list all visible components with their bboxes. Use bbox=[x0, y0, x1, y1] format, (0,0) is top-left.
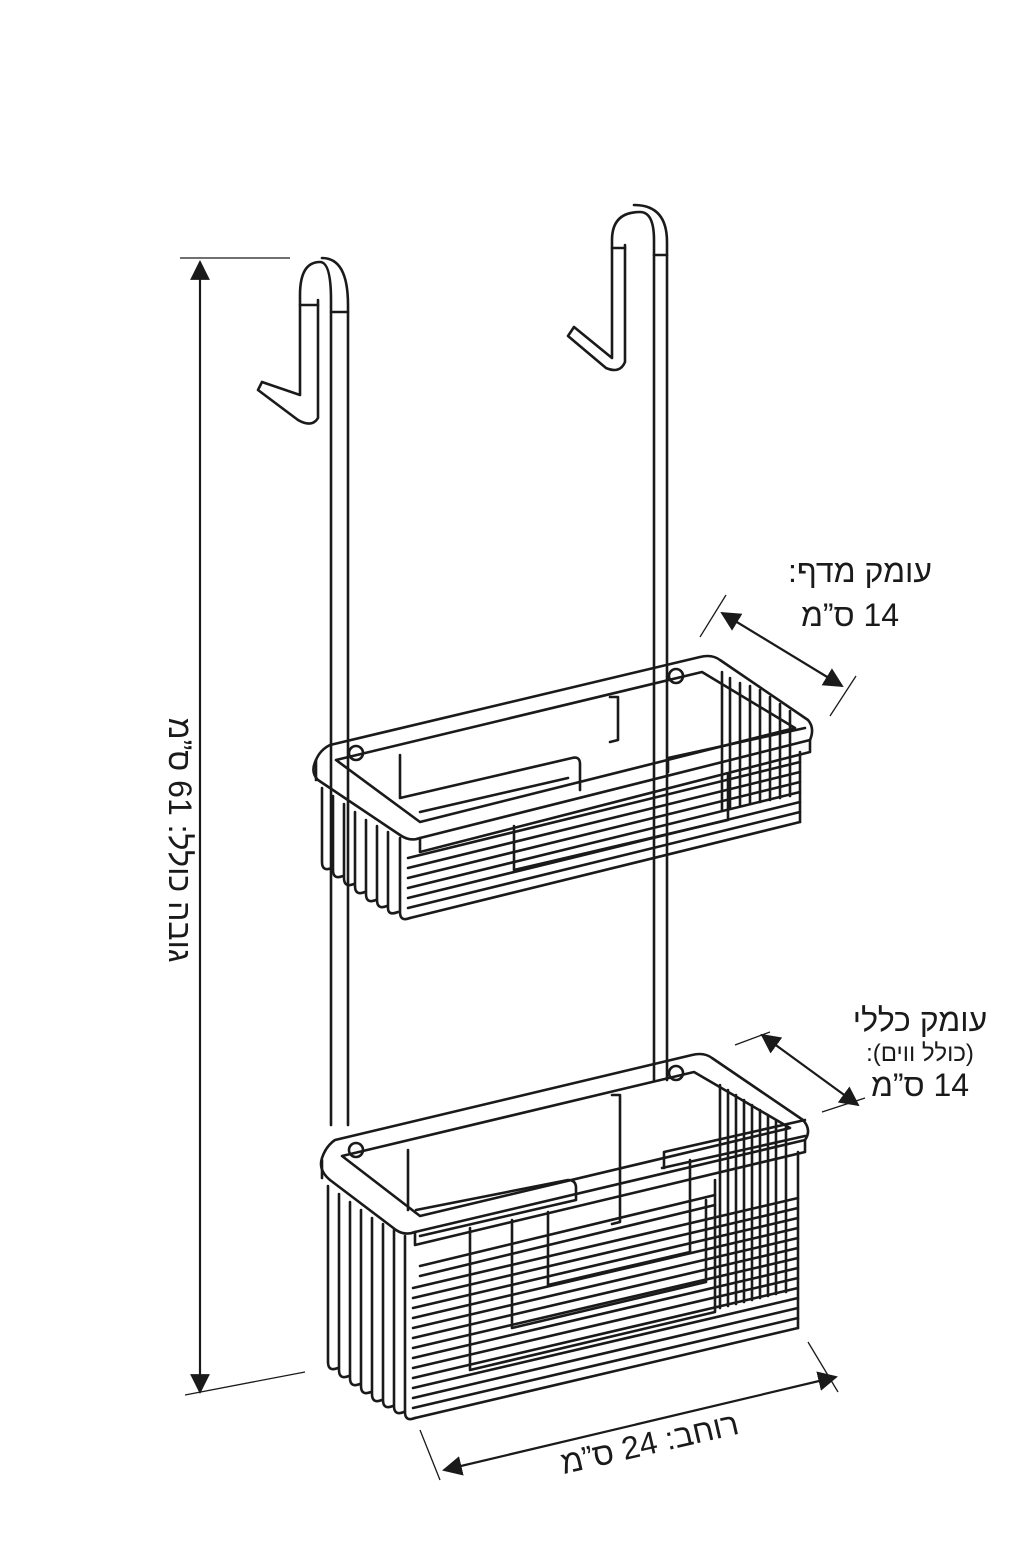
width-dimension bbox=[419, 1341, 839, 1481]
total-depth-title: עומק כללי bbox=[852, 1002, 988, 1038]
height-dimension bbox=[180, 257, 306, 1396]
shelf-depth-dimension bbox=[699, 594, 857, 717]
lower-basket bbox=[319, 1052, 810, 1421]
shelf-depth-value: 14 ס”מ bbox=[800, 597, 900, 633]
total-depth-value: 14 ס”מ bbox=[870, 1067, 970, 1103]
total-depth-note: (כולל ווים): bbox=[866, 1040, 974, 1067]
upper-basket bbox=[312, 654, 814, 921]
left-rod-with-hook bbox=[256, 256, 350, 1127]
shelf-depth-title: עומק מדף: bbox=[788, 553, 932, 589]
total-depth-dimension bbox=[734, 1031, 866, 1113]
right-rod-with-hook bbox=[566, 203, 669, 1082]
